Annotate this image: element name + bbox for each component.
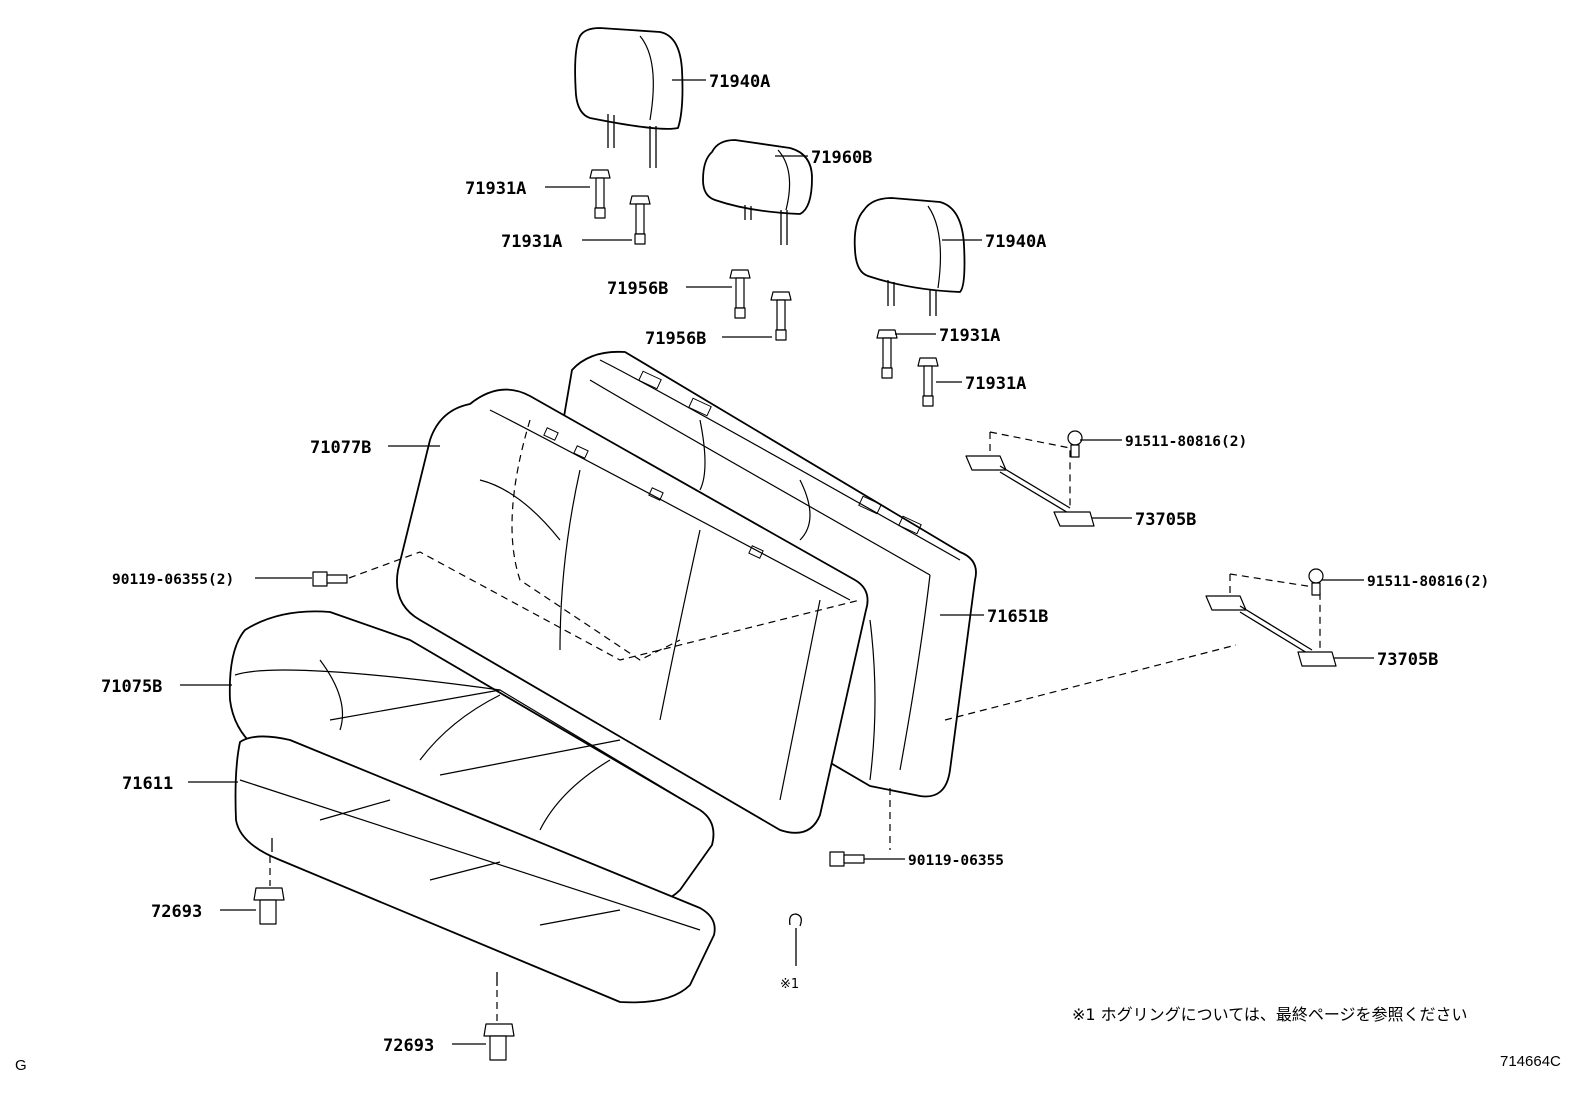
seat-back-left [396,388,869,834]
leader-lines [180,79,1374,1045]
label-bolt-top-left: 90119-06355(2) [112,572,234,588]
hinge-lower [1205,568,1337,667]
label-headrest-center: 71960B [811,148,872,168]
hog-ring-icon [788,913,802,966]
label-hog-ring: ※1 [780,977,799,992]
headrest-center [702,139,813,245]
bolt-icon-left [312,551,861,661]
hinge-upper [965,430,1095,527]
label-screw-2: 91511-80816(2) [1367,574,1489,590]
headrest-left [574,27,684,168]
label-support-r1: 71931A [939,326,1000,346]
clip-icon-1 [253,856,285,925]
corner-left-code: G [15,1057,27,1074]
label-hinge-2: 73705B [1377,650,1438,670]
label-clip-1: 72693 [151,902,202,922]
label-back-left: 71077B [310,438,371,458]
label-screw-1: 91511-80816(2) [1125,434,1247,450]
label-clip-2: 72693 [383,1036,434,1056]
label-support-l2: 71931A [501,232,562,252]
support-icons [589,169,939,407]
label-back-right: 71651B [987,607,1048,627]
clip-icon-2 [483,990,515,1061]
label-support-c2: 71956B [645,329,706,349]
seat-cushion-pad [234,735,716,1004]
illustration-number: 714664C [1500,1053,1561,1070]
footnote: ※1 ホグリングについては、最終ページを参照ください [1072,1005,1468,1024]
bolt-icon-bottom [829,788,891,867]
label-support-l1: 71931A [465,179,526,199]
headrest-right [853,197,966,316]
label-headrest-right: 71940A [985,232,1046,252]
hinge-guide-line [944,644,1237,721]
label-cushion-cover: 71075B [101,677,162,697]
label-support-c1: 71956B [607,279,668,299]
label-hinge-1: 73705B [1135,510,1196,530]
label-support-r2: 71931A [965,374,1026,394]
label-headrest-left: 71940A [709,72,770,92]
label-cushion-pad: 71611 [122,774,173,794]
label-bolt-bottom: 90119-06355 [908,853,1004,869]
